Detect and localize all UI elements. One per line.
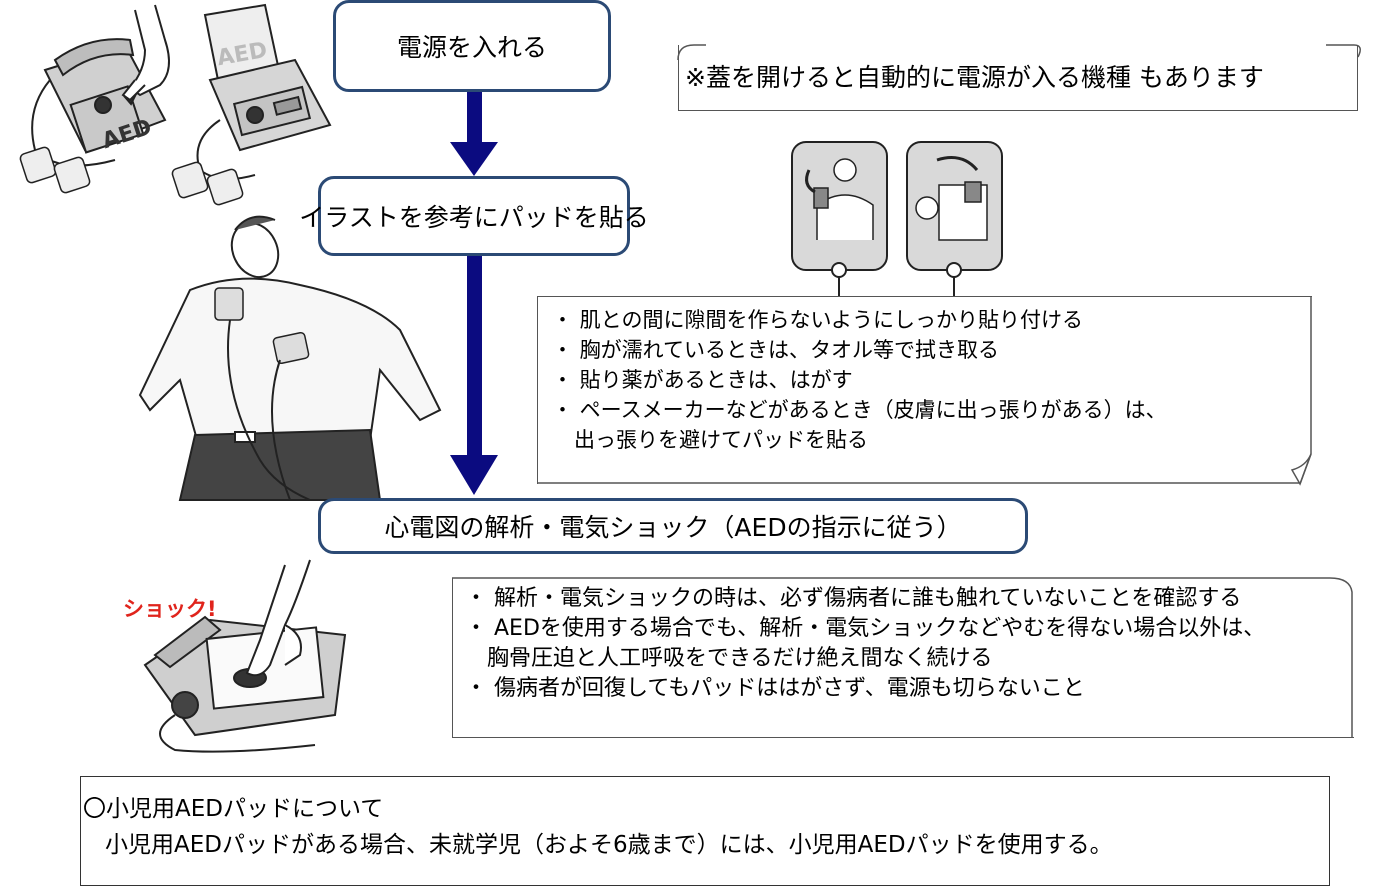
pediatric-pad-title: 〇小児用AEDパッドについて <box>83 796 384 822</box>
pad-tip-4-continued: 出っ張りを避けてパッドを貼る <box>574 428 868 452</box>
shock-tip-3: ・ 傷病者が回復してもパッドははがさず、電源も切らないこと <box>465 676 1085 701</box>
note-auto-power: ※蓋を開けると自動的に電源が入る機種 もあります <box>678 45 1358 111</box>
shock-tip-2: ・ AEDを使用する場合でも、解析・電気ショックなどやむを得ない場合以外は、 <box>465 616 1266 641</box>
note-pad-tips: ・ 肌との間に隙間を作らないようにしっかり貼り付ける ・ 胸が濡れているときは、… <box>537 296 1312 484</box>
note-auto-power-curl <box>1326 44 1361 58</box>
note-shock-tips-corners <box>452 577 1353 738</box>
pad-tip-1: ・ 肌との間に隙間を作らないようにしっかり貼り付ける <box>552 308 1084 332</box>
step-analysis-shock: 心電図の解析・電気ショック（AEDの指示に従う） <box>318 498 1028 554</box>
aed-devices-illustration: AED AED <box>19 3 332 206</box>
step-attach-pads-label: イラストを参考にパッドを貼る <box>299 203 649 232</box>
note-shock-tips: ・ 解析・電気ショックの時は、必ず傷病者に誰も触れていないことを確認する ・ A… <box>452 578 1354 738</box>
step-power-on-label: 電源を入れる <box>396 33 547 62</box>
note-auto-power-topleft-curve <box>677 44 706 61</box>
note-pad-tips-fold <box>537 296 1312 486</box>
pad-tip-4: ・ ペースメーカーなどがあるとき（皮膚に出っ張りがある）は、 <box>552 398 1167 422</box>
pad-tip-3: ・ 貼り薬があるときは、はがす <box>552 368 853 392</box>
step-power-on: 電源を入れる <box>333 0 611 92</box>
pediatric-pad-info: 〇小児用AEDパッドについて 小児用AEDパッドがある場合、未就学児（およそ6歳… <box>80 776 1330 886</box>
pad-tip-2: ・ 胸が濡れているときは、タオル等で拭き取る <box>552 338 1000 362</box>
arrow-shaft-1 <box>467 90 482 145</box>
step-attach-pads: イラストを参考にパッドを貼る <box>299 176 649 256</box>
shock-button-illustration <box>143 559 347 753</box>
step-analysis-shock-label: 心電図の解析・電気ショック（AEDの指示に従う） <box>384 513 962 542</box>
shock-tip-1: ・ 解析・電気ショックの時は、必ず傷病者に誰も触れていないことを確認する <box>465 586 1242 611</box>
patient-with-pads-illustration <box>138 215 442 501</box>
shock-label: ショック! <box>123 597 217 621</box>
pad-placement-diagrams <box>791 141 1003 300</box>
arrow-shaft-2 <box>467 253 482 458</box>
arrow-head-2 <box>450 455 498 495</box>
pediatric-pad-text: 小児用AEDパッドがある場合、未就学児（およそ6歳まで）には、小児用AEDパッド… <box>105 832 1113 858</box>
note-auto-power-text: ※蓋を開けると自動的に電源が入る機種 もあります <box>685 63 1264 92</box>
shock-tip-2-continued: 胸骨圧迫と人工呼吸をできるだけ絶え間なく続ける <box>487 646 993 671</box>
arrow-head-1 <box>450 142 498 176</box>
